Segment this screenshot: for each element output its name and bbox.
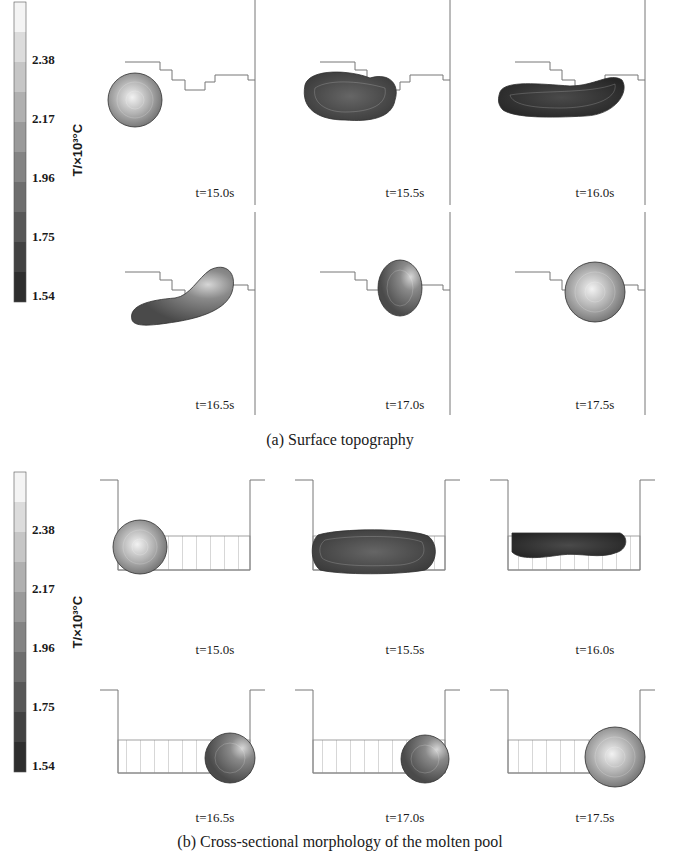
time-label: t=17.5s <box>576 398 615 412</box>
scale-value: 2.17 <box>32 112 55 126</box>
scale-value: 1.75 <box>32 700 55 714</box>
scale-value: 1.54 <box>32 759 55 773</box>
time-label: t=15.0s <box>196 643 235 657</box>
time-label: t=17.0s <box>386 811 425 825</box>
scale-title: T/×10³°C <box>71 596 85 649</box>
pool-contours <box>123 530 635 777</box>
time-label: t=15.5s <box>386 186 425 200</box>
scale-title: T/×10³°C <box>71 124 85 177</box>
section-frame <box>100 480 655 773</box>
time-label: t=16.5s <box>196 398 235 412</box>
scale-value: 2.38 <box>32 523 55 537</box>
scale-value: 2.38 <box>32 53 55 67</box>
subfigure-caption: (a) Surface topography <box>266 431 414 449</box>
scale-value: 2.17 <box>32 582 55 596</box>
time-label: t=15.0s <box>196 186 235 200</box>
color-bar <box>14 472 26 772</box>
color-bar <box>14 2 26 302</box>
scale-value: 1.75 <box>32 230 55 244</box>
scale-value: 1.96 <box>32 641 55 655</box>
pool-contours <box>117 82 615 312</box>
time-label: t=16.5s <box>196 811 235 825</box>
time-label: t=16.0s <box>576 643 615 657</box>
molten-pool <box>108 72 625 325</box>
time-label: t=17.5s <box>576 811 615 825</box>
subfigure-caption: (b) Cross-sectional morphology of the mo… <box>177 833 502 851</box>
surface-frame <box>125 0 645 415</box>
scale-value: 1.96 <box>32 171 55 185</box>
molten-pool <box>113 520 645 787</box>
time-label: t=16.0s <box>576 186 615 200</box>
time-label: t=17.0s <box>386 398 425 412</box>
time-label: t=15.5s <box>386 643 425 657</box>
scale-value: 1.54 <box>32 289 55 303</box>
